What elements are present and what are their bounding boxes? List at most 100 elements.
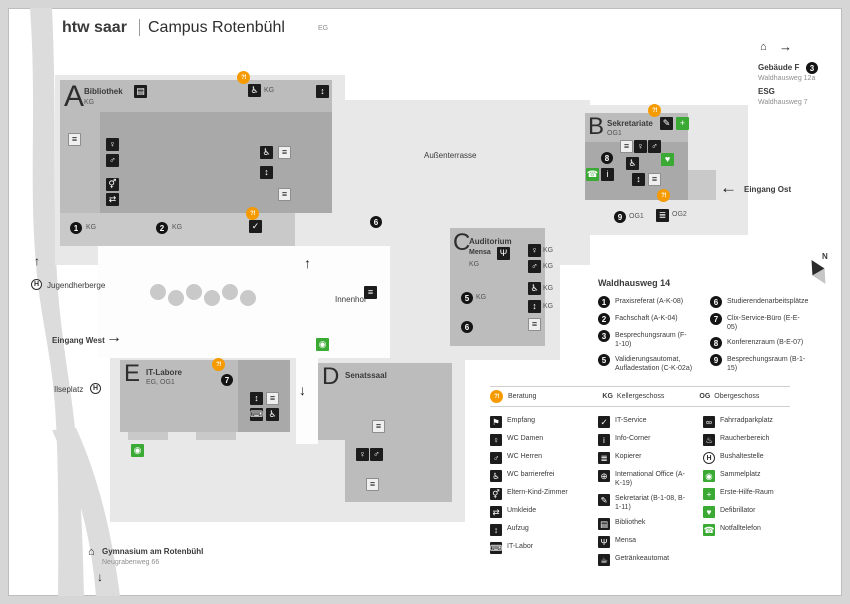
legend-label: Besprechungsraum (F-1-10) bbox=[615, 332, 687, 349]
legend-item: ⌨ IT-Labor bbox=[490, 542, 592, 554]
umkleide-icon: ⇄ bbox=[490, 506, 502, 518]
legend-item: ☎ Notfalltelefon bbox=[703, 524, 798, 536]
treppe-icon: ≡ bbox=[266, 392, 279, 405]
legend-item: ✓ IT-Service bbox=[598, 416, 700, 428]
legend-item: 8 Konferenzraum (B-E-07) bbox=[710, 337, 806, 350]
building-f-address: Waldhausweg 12a bbox=[758, 75, 816, 82]
legend-item: ⊕ International Office (A-K-19) bbox=[598, 470, 700, 488]
legend-label: Raucherbereich bbox=[720, 435, 770, 442]
legend-label: Getränkeautomat bbox=[615, 555, 670, 563]
kg-label: KG bbox=[543, 247, 554, 254]
wc-barrierefrei-icon: ♿ bbox=[260, 146, 273, 159]
legend-item: ♀ WC Damen bbox=[490, 434, 592, 446]
arrow-up-icon: ↑ bbox=[34, 254, 40, 268]
legend-item: i Info-Corner bbox=[598, 434, 700, 446]
wc-herren-icon: ♂ bbox=[370, 448, 383, 461]
badge-7: 7 bbox=[221, 374, 233, 386]
info-corner-icon: i bbox=[601, 168, 614, 181]
wc-herren-icon: ♂ bbox=[106, 154, 119, 167]
numbered-legend-title: Waldhausweg 14 bbox=[598, 278, 671, 288]
kg-label: KG bbox=[543, 263, 554, 270]
badge-1: 1 bbox=[598, 296, 610, 308]
legend-item: ↕ Aufzug bbox=[490, 524, 592, 536]
treppe-icon: ≡ bbox=[528, 318, 541, 331]
beratung-badge: ?! bbox=[648, 104, 661, 117]
legend-label: IT-Labor bbox=[507, 543, 534, 550]
kg-label: KG bbox=[469, 261, 480, 268]
wc-barrierefrei-icon: ♿ bbox=[626, 157, 639, 170]
courtyard-corridor bbox=[296, 358, 318, 444]
treppe-icon: ≡ bbox=[364, 286, 377, 299]
arrow-up-icon: ↑ bbox=[304, 255, 311, 271]
tree bbox=[222, 284, 238, 300]
legend-label: Notfalltelefon bbox=[720, 525, 761, 532]
legend-item: Ψ Mensa bbox=[598, 536, 700, 549]
legend-item: 1 Praxisreferat (A-K-08) bbox=[598, 296, 700, 308]
legend-item: ▤ Bibliothek bbox=[598, 518, 700, 531]
aufzug-icon: ↕ bbox=[260, 166, 273, 179]
wc-barrierefrei-icon: ♿ bbox=[528, 282, 541, 295]
treppe-icon: ≡ bbox=[278, 146, 291, 159]
international-office-icon: ⊕ bbox=[598, 470, 610, 482]
building-c-name: Auditorium bbox=[469, 237, 512, 246]
building-b-wing bbox=[688, 170, 716, 200]
sammelplatz-icon: ◉ bbox=[703, 470, 715, 482]
treppe-icon: ≡ bbox=[648, 173, 661, 186]
defibrillator-icon: ♥ bbox=[703, 506, 715, 518]
beratung-badge: ?! bbox=[246, 207, 259, 220]
bushaltestelle-icon: H bbox=[703, 452, 715, 464]
wc-herren-icon: ♂ bbox=[490, 452, 502, 464]
legend-item: 5 Validierungsautomat, Aufladestation (C… bbox=[598, 354, 700, 373]
og-abbr: OG bbox=[699, 392, 711, 400]
building-c-name2: Mensa bbox=[469, 249, 491, 256]
legend-label: Konferenzraum (B-E-07) bbox=[727, 339, 804, 347]
legend-item: ⚥ Eltern-Kind-Zimmer bbox=[490, 488, 592, 500]
sekretariat-icon: ✎ bbox=[598, 494, 610, 507]
og2-label: OG2 bbox=[672, 211, 687, 218]
legend-label: Sammelplatz bbox=[720, 471, 761, 478]
kg-label: KG bbox=[264, 87, 275, 94]
legend-label: International Office (A-K-19) bbox=[615, 471, 685, 488]
building-b-name: Sekretariate bbox=[607, 119, 653, 128]
building-c-letter: C bbox=[453, 229, 471, 256]
legend-label: IT-Service bbox=[615, 417, 647, 424]
legend-label: Bibliothek bbox=[615, 519, 646, 527]
badge-9: 9 bbox=[710, 354, 722, 367]
it-labor-icon: ⌨ bbox=[489, 542, 503, 554]
badge-3-building-f: 3 bbox=[806, 62, 818, 74]
badge-7: 7 bbox=[710, 313, 722, 325]
esg-address: Waldhausweg 7 bbox=[758, 99, 808, 106]
legend-label: Clix-Service-Büro (E-E-05) bbox=[727, 315, 800, 332]
arrow-right-icon: → bbox=[779, 39, 792, 54]
treppe-icon: ≡ bbox=[372, 420, 385, 433]
bibliothek-icon: ▤ bbox=[134, 85, 147, 98]
aufzug-icon: ↕ bbox=[632, 173, 645, 186]
building-a-letter: A bbox=[64, 80, 85, 113]
umkleide-icon: ⇄ bbox=[106, 193, 119, 206]
legend-item: ✎ Sekretariat (B-1-08, B-1-11) bbox=[598, 494, 700, 512]
legend-item: + Erste-Hilfe-Raum bbox=[703, 488, 798, 500]
mensa-icon: Ψ bbox=[497, 247, 510, 260]
beratung-badge: ?! bbox=[237, 71, 250, 84]
legend-label: Validierungsautomat, Aufladestation (C-K… bbox=[615, 356, 693, 373]
legend-label: Besprechungsraum (B-1-15) bbox=[727, 356, 806, 373]
wc-barrierefrei-icon: ♿ bbox=[248, 84, 261, 97]
kg-label: KG bbox=[543, 285, 554, 292]
badge-9: 9 bbox=[614, 211, 626, 223]
legend-label: Praxisreferat (A-K-08) bbox=[615, 298, 684, 305]
brand-logo: htw saar bbox=[62, 19, 127, 36]
notfalltelefon-icon: ☎ bbox=[586, 168, 599, 181]
notfalltelefon-icon: ☎ bbox=[703, 524, 715, 536]
legend-label: Kopierer bbox=[615, 453, 642, 460]
page-title: Campus Rotenbühl bbox=[148, 19, 285, 36]
wc-damen-icon: ♀ bbox=[528, 244, 541, 257]
building-b-floor: OG1 bbox=[607, 130, 622, 137]
sekretariat-icon: ✎ bbox=[660, 117, 673, 130]
wc-herren-icon: ♂ bbox=[528, 260, 541, 273]
tree bbox=[186, 284, 202, 300]
kg-label: KG bbox=[543, 303, 554, 310]
fahrradparkplatz-icon: ∞ bbox=[703, 416, 715, 428]
legend-label: Erste-Hilfe-Raum bbox=[720, 489, 774, 496]
legend-label: Mensa bbox=[615, 537, 637, 545]
legend-item: ♥ Defibrillator bbox=[703, 506, 798, 518]
